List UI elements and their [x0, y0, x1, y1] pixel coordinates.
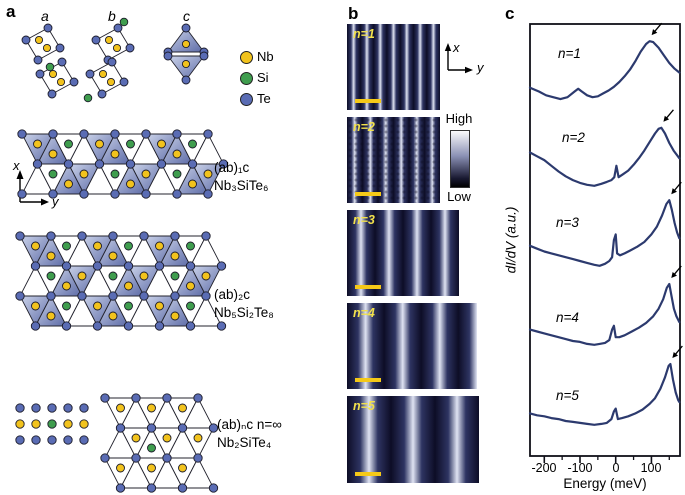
stm-image-n3: n=3 [347, 210, 459, 296]
stm-image-n2: n=2 [347, 117, 440, 203]
colorbar-high-label: High [445, 111, 473, 126]
curve-label-n2: n=2 [562, 130, 585, 145]
panel-c-label: c [505, 4, 515, 23]
x-tick--100: -100 [567, 461, 593, 475]
scale-bar [355, 99, 381, 103]
curve-label-n4: n=4 [556, 310, 579, 325]
panel-b-label: b [348, 4, 359, 23]
x-tick-100: 100 [640, 461, 662, 475]
scale-bar [355, 378, 381, 382]
structure3-stacking: (ab)ₙc n=∞ [217, 417, 282, 432]
stm-image-n3-label: n=3 [353, 213, 375, 227]
stm-image-n5-label: n=5 [353, 399, 375, 413]
crystal-structures-graphic [15, 17, 229, 493]
stm-image-n1: n=1 [347, 24, 440, 110]
panel-b-x-axis-label: x [453, 40, 460, 55]
stack-label-b: b [108, 8, 116, 24]
panel-a-x-axis-label: x [13, 158, 20, 173]
structure2-stacking: (ab)₂c [214, 287, 250, 302]
colorbar [450, 130, 470, 188]
panel-a-y-axis-label: y [52, 194, 59, 209]
curve-label-n5: n=5 [556, 388, 579, 403]
stm-image-n5: n=5 [347, 396, 479, 483]
legend-te-icon [240, 93, 253, 106]
curve-label-n1: n=1 [558, 46, 581, 61]
scale-bar [355, 472, 381, 476]
panel-a-label: a [6, 2, 16, 21]
scale-bar [355, 285, 381, 289]
panel-b-y-axis-label: y [477, 60, 484, 75]
didv-spectra-plot [528, 22, 683, 463]
structure3-formula: Nb₂SiTe₄ [217, 435, 272, 450]
legend-nb-label: Nb [257, 49, 274, 64]
stack-label-c: c [183, 8, 190, 24]
stack-label-a: a [41, 8, 49, 24]
legend-si-icon [240, 72, 253, 85]
y-axis-title: dI/dV (a.u.) [503, 206, 519, 274]
stm-image-n1-label: n=1 [353, 27, 375, 41]
scale-bar [355, 192, 381, 196]
colorbar-low-label: Low [447, 189, 471, 204]
panel-b-axes-arrows [444, 43, 473, 74]
stm-image-n4-label: n=4 [353, 306, 375, 320]
stm-image-n4: n=4 [347, 303, 477, 389]
structure1-stacking: (ab)₁c [214, 160, 250, 175]
legend-te-label: Te [257, 91, 271, 106]
stm-image-n2-label: n=2 [353, 120, 375, 134]
curve-label-n3: n=3 [556, 215, 579, 230]
legend-si-label: Si [257, 70, 269, 85]
x-tick--200: -200 [531, 461, 557, 475]
legend-nb-icon [240, 51, 253, 64]
x-tick-0: 0 [612, 461, 620, 475]
structure1-formula: Nb₃SiTe₆ [214, 178, 269, 193]
x-axis-title: Energy (meV) [563, 476, 647, 491]
structure2-formula: Nb₅Si₂Te₈ [214, 305, 274, 320]
